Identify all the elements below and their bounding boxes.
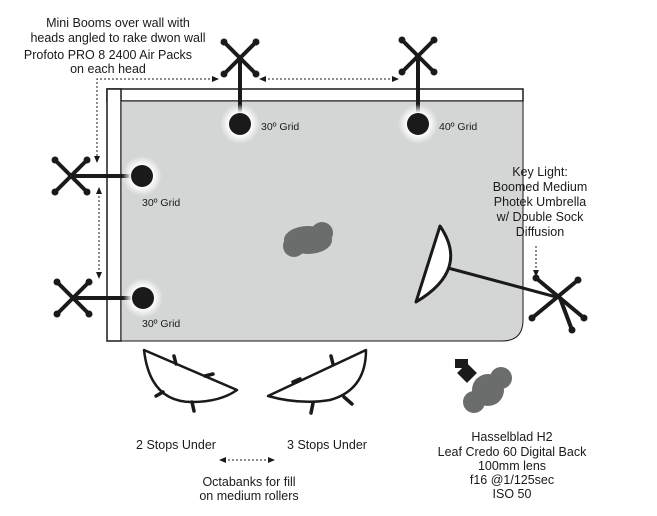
grid-spot-icon xyxy=(229,113,251,135)
octa-note-line-1: Octabanks for fill xyxy=(202,475,295,489)
arrowheads xyxy=(94,76,539,463)
key-light xyxy=(414,224,588,334)
annotation-arrows xyxy=(96,78,537,461)
octa-note-line-2: on medium rollers xyxy=(199,489,298,503)
grid-spot-icon xyxy=(132,287,154,309)
grid-spot-icon xyxy=(407,113,429,135)
boom-note-line-3: Profoto PRO 8 2400 Air Packs xyxy=(24,48,192,62)
grid-label-top-left: 30º Grid xyxy=(261,121,299,133)
octa-right-label: 3 Stops Under xyxy=(287,438,367,452)
subject-icon xyxy=(283,222,333,257)
key-note-line-3: Photek Umbrella xyxy=(494,195,586,209)
camera-note-line-2: Leaf Credo 60 Digital Back xyxy=(438,445,587,459)
grid-label-top-right: 40º Grid xyxy=(439,121,477,133)
octa-left-label: 2 Stops Under xyxy=(136,438,216,452)
boom-note-line-2: heads angled to rake dwon wall xyxy=(30,31,205,45)
octabank-icon xyxy=(266,348,368,404)
octabank-left xyxy=(142,348,239,413)
grid-spot-icon xyxy=(131,165,153,187)
boom-note-line-4: on each head xyxy=(70,62,146,76)
boom-light-side-upper: 30º Grid xyxy=(51,156,180,209)
boom-note: Mini Booms over wall with heads angled t… xyxy=(24,16,206,76)
grid-label-side-lower: 30º Grid xyxy=(142,318,180,330)
key-light-note: Key Light: Boomed Medium Photek Umbrella… xyxy=(493,165,588,239)
camera-note-line-4: f16 @1/125sec xyxy=(470,473,554,487)
umbrella-icon xyxy=(414,224,453,304)
camera-note: Hasselblad H2 Leaf Credo 60 Digital Back… xyxy=(438,430,587,501)
set-floor xyxy=(120,100,524,342)
key-note-line-4: w/ Double Sock xyxy=(496,210,585,224)
boom-light-top-right: 40º Grid xyxy=(398,36,477,144)
camera-note-line-1: Hasselblad H2 xyxy=(471,430,552,444)
grid-label-side-upper: 30º Grid xyxy=(142,197,180,209)
octabank-right xyxy=(266,348,368,415)
boom-light-top-left: 30º Grid xyxy=(220,38,299,144)
subject-icon xyxy=(463,367,512,413)
camera-icon xyxy=(455,359,477,383)
key-note-line-5: Diffusion xyxy=(516,225,564,239)
boom-note-line-1: Mini Booms over wall with xyxy=(46,16,190,30)
light-stand-icon xyxy=(530,276,586,332)
camera-position xyxy=(455,359,512,413)
boom-light-side-lower: 30º Grid xyxy=(53,278,180,330)
key-note-line-1: Key Light: xyxy=(512,165,568,179)
camera-note-line-3: 100mm lens xyxy=(478,459,546,473)
octabank-note: 2 Stops Under 3 Stops Under Octabanks fo… xyxy=(136,438,367,503)
camera-note-line-5: ISO 50 xyxy=(493,487,532,501)
key-note-line-2: Boomed Medium xyxy=(493,180,588,194)
